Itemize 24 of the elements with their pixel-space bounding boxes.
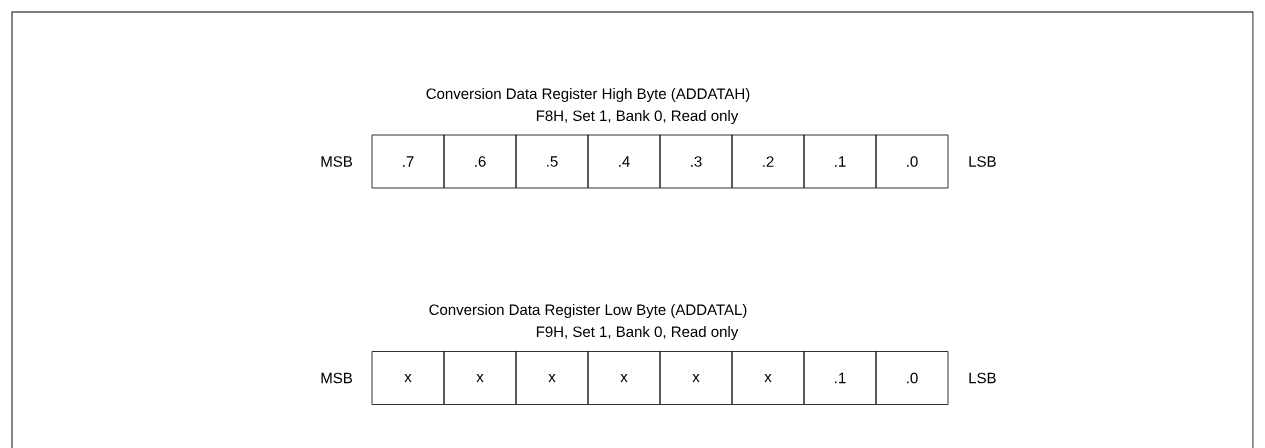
register-title: Conversion Data Register Low Byte (ADDATAL) xyxy=(429,304,747,318)
bit-cell: x xyxy=(587,351,661,405)
bit-cell: .2 xyxy=(731,134,805,189)
register-title: Conversion Data Register High Byte (ADDATAH) xyxy=(426,88,750,102)
bit-cell: .3 xyxy=(659,134,733,189)
lsb-label: LSB xyxy=(969,372,996,384)
msb-label: MSB xyxy=(321,156,352,167)
bit-cell: x xyxy=(659,351,733,405)
bit-cell: .1 xyxy=(803,351,877,405)
bit-cell: .1 xyxy=(803,134,877,189)
bit-cell: x xyxy=(731,351,805,405)
msb-label: MSB xyxy=(321,372,352,384)
bit-cell: .4 xyxy=(587,134,661,189)
bit-cell: .6 xyxy=(443,134,517,189)
lsb-label: LSB xyxy=(969,156,996,167)
register-address: F8H, Set 1, Bank 0, Read only xyxy=(536,110,739,124)
bit-cell: x xyxy=(515,351,589,405)
bit-cell: x xyxy=(443,351,517,405)
bit-cell: .0 xyxy=(875,134,949,189)
register-address: F9H, Set 1, Bank 0, Read only xyxy=(536,326,739,340)
bit-cell: .0 xyxy=(875,351,949,405)
bit-cell: x xyxy=(371,351,445,405)
bit-cell: .5 xyxy=(515,134,589,189)
bit-cell: .7 xyxy=(371,134,445,189)
